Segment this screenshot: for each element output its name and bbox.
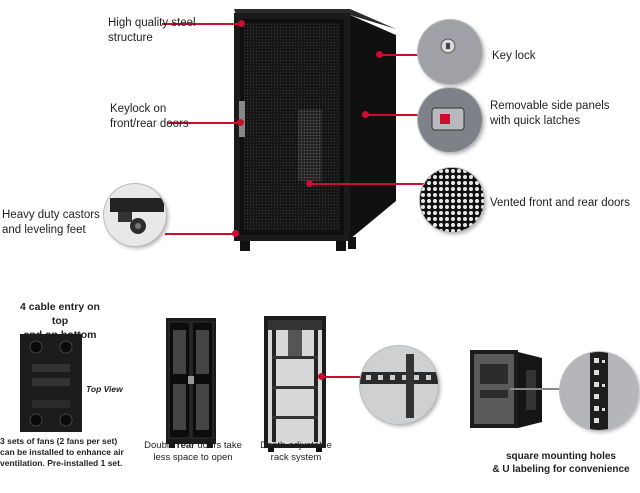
vented-callout-dot [306, 180, 313, 187]
rear-doors-line1: Double rear doors take [144, 440, 242, 451]
fans-line3: ventilation. Pre-installed 1 set. [0, 458, 123, 468]
rack-callout-dot [318, 373, 325, 380]
rack-callout-line [322, 376, 366, 378]
side-panels-label: Removable side panels with quick latches [490, 99, 610, 129]
castor-detail-image [104, 184, 166, 246]
side-panels-line2: with quick latches [490, 115, 581, 127]
key-lock-detail-image [418, 20, 482, 84]
vented-mesh-image [420, 168, 484, 232]
holes-line1: square mounting holes [505, 451, 616, 462]
keylock-doors-label: Keylock on front/rear doors [110, 102, 189, 132]
castors-line1: Heavy duty castors [2, 209, 100, 221]
steel-label: High quality steel structure [108, 16, 196, 46]
rear-doors-line2: less space to open [153, 452, 233, 463]
castors-line2: and leveling feet [2, 224, 86, 236]
steel-label-line2: structure [108, 32, 153, 44]
keylock-doors-line2: front/rear doors [110, 118, 189, 130]
top-view-label: Top View [86, 384, 123, 394]
steel-callout-line [162, 23, 242, 25]
top-view-image [20, 334, 82, 432]
keylock-callout-dot [237, 119, 244, 126]
rear-emphasis: rear [176, 440, 195, 451]
side-panel-latch-image [418, 88, 482, 152]
key-lock-label: Key lock [492, 50, 536, 62]
side-panel-callout-dot [362, 111, 369, 118]
rack-rail-detail-image [360, 346, 438, 424]
keylock-side-callout-line [380, 54, 428, 56]
fans-line2: can be installed to enhance air [0, 447, 124, 457]
holes-callout-line [510, 388, 574, 390]
open-cabinet-image [470, 350, 544, 430]
side-panel-callout-line [366, 114, 424, 116]
depth-rack-image [264, 316, 326, 452]
keylock-side-callout-dot [376, 51, 383, 58]
depth-rack-label: Depth-adjustable rack system [248, 440, 344, 464]
holes-line2: & U labeling for convenience [492, 464, 630, 475]
castors-callout-line [165, 233, 235, 235]
depth-rack-line1: Depth-adjustable [260, 440, 332, 451]
keylock-callout-line [168, 122, 240, 124]
depth-rack-line2: rack system [270, 452, 322, 463]
rear-doors-image [166, 318, 216, 448]
steel-label-line1: High quality steel [108, 17, 196, 29]
rear-doors-label: Double rear doors take less space to ope… [140, 440, 246, 464]
steel-callout-dot [238, 20, 245, 27]
vented-callout-line [310, 183, 424, 185]
fans-line1: 3 sets of fans (2 fans per set) [0, 436, 118, 446]
castors-label: Heavy duty castors and leveling feet [2, 208, 100, 238]
vented-label: Vented front and rear doors [490, 197, 631, 209]
side-panels-line1: Removable side panels [490, 100, 610, 112]
cable-entry-line1: 4 cable entry on top [20, 301, 100, 327]
fans-label: 3 sets of fans (2 fans per set) can be i… [0, 436, 150, 469]
mounting-holes-detail-image [560, 352, 638, 430]
keylock-doors-line1: Keylock on [110, 103, 167, 115]
mounting-holes-label: square mounting holes & U labeling for c… [482, 450, 640, 476]
main-cabinet-image [228, 5, 398, 257]
castors-callout-dot [232, 230, 239, 237]
